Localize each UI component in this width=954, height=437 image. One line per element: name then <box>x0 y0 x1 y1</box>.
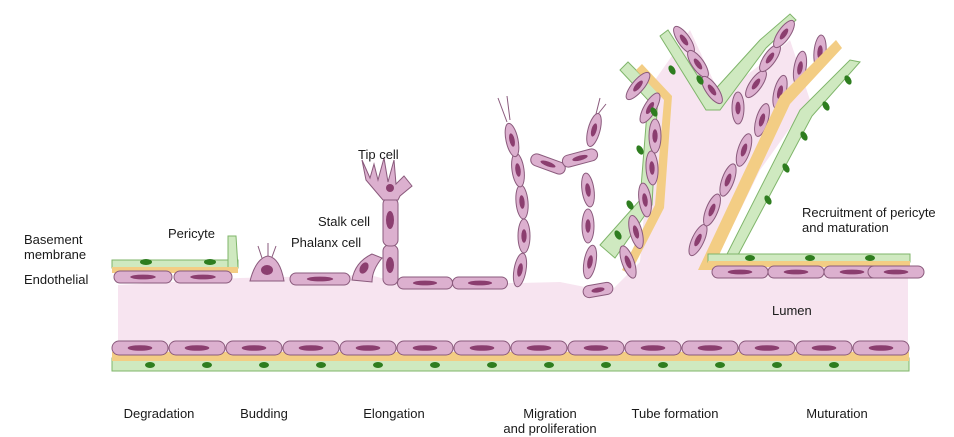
detaching-pericyte <box>228 236 238 268</box>
stalk-cell-label: Stalk cell <box>318 214 370 229</box>
endothelial-cell <box>510 152 527 187</box>
pericyte-nucleus <box>140 259 152 265</box>
pericyte-nucleus <box>373 362 383 368</box>
pericyte-nucleus <box>829 362 839 368</box>
stage-label-migration: Migration and proliferation <box>480 406 620 436</box>
endothelial-cell <box>582 209 594 243</box>
endothelial-cell <box>515 185 530 220</box>
endothelial-cell <box>568 341 624 355</box>
pericyte-nucleus <box>145 362 155 368</box>
pericyte-nucleus <box>865 255 875 261</box>
pericyte-nucleus <box>204 259 216 265</box>
endothelial-cell <box>511 252 529 288</box>
endothelial-cell <box>796 341 852 355</box>
endothelial-cell <box>503 122 522 158</box>
endothelial-cell <box>454 341 510 355</box>
endothelial-cell <box>768 266 824 278</box>
endothelial-cell <box>518 219 530 253</box>
pericyte-nucleus <box>601 362 611 368</box>
tip-cell-filopodia <box>362 158 412 200</box>
pericyte-nucleus <box>772 362 782 368</box>
endothelial-cell <box>584 112 604 148</box>
endothelial-cell <box>868 266 924 278</box>
pericyte-nucleus <box>202 362 212 368</box>
endothelial-cell <box>739 341 795 355</box>
endothelial-cell <box>398 277 453 289</box>
pericyte-nucleus <box>745 255 755 261</box>
endothelial-cell <box>732 92 744 124</box>
endothelial-cell <box>511 341 567 355</box>
endothelial-cell <box>112 341 168 355</box>
lumen-label: Lumen <box>772 303 812 318</box>
endothelial-cell <box>340 341 396 355</box>
endothelial-cell <box>290 273 350 285</box>
budding-cell <box>250 243 284 281</box>
recruitment-label: Recruitment of pericyte and maturation <box>802 205 936 235</box>
pericyte-nucleus <box>487 362 497 368</box>
endothelial-cell <box>853 341 909 355</box>
endothelial-cell <box>529 152 567 176</box>
pericyte-nucleus <box>259 362 269 368</box>
stage-label-degradation: Degradation <box>116 406 202 421</box>
basement-membrane-label: Basement membrane <box>24 232 86 262</box>
endothelial-cell <box>581 244 599 280</box>
stage-label-elongation: Elongation <box>352 406 436 421</box>
endothelial-cell <box>114 271 172 283</box>
pericyte-nucleus <box>658 362 668 368</box>
endothelial-cell <box>283 341 339 355</box>
endothelial-cell <box>580 172 597 207</box>
pericyte-label: Pericyte <box>168 226 215 241</box>
pericyte-nucleus <box>715 362 725 368</box>
endothelial-cell <box>649 119 661 153</box>
phalanx-cell-label: Phalanx cell <box>291 235 361 250</box>
stage-label-budding: Budding <box>232 406 296 421</box>
filopodia <box>498 96 606 122</box>
endothelial-cell <box>712 266 768 278</box>
endothelial-cell <box>625 341 681 355</box>
endothelial-cell <box>453 277 508 289</box>
tip-cell-label: Tip cell <box>358 147 399 162</box>
endothelial-cell <box>682 341 738 355</box>
endothelial-cell <box>397 341 453 355</box>
endothelial-label: Endothelial <box>24 272 88 287</box>
pericyte-nucleus <box>544 362 554 368</box>
pericyte-nucleus <box>430 362 440 368</box>
stage-label-maturation: Muturation <box>792 406 882 421</box>
endothelial-cell <box>169 341 225 355</box>
pericyte-nucleus <box>316 362 326 368</box>
stage-label-tube-formation: Tube formation <box>620 406 730 421</box>
top-pericyte-layer <box>112 260 238 268</box>
pericyte-nucleus <box>805 255 815 261</box>
endothelial-cell <box>174 271 232 283</box>
endothelial-cell <box>561 148 599 169</box>
migration-sprout <box>498 96 614 299</box>
endothelial-cell <box>226 341 282 355</box>
